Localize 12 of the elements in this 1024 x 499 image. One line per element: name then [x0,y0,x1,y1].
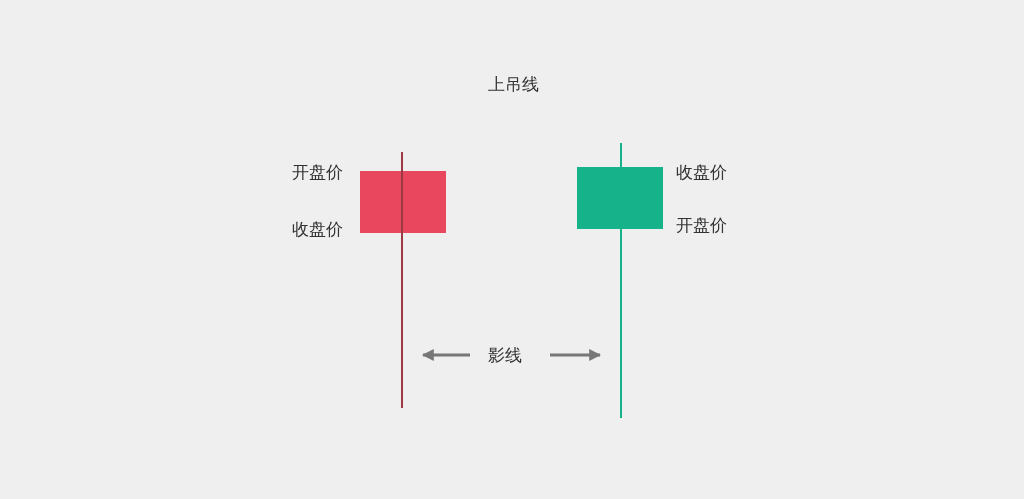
leader-arrow [550,349,602,361]
bearish-candle-body [360,171,446,233]
price-label: 收盘价 [292,219,343,239]
price-label: 收盘价 [676,162,727,182]
price-label: 开盘价 [676,215,727,235]
candle-shadow-line [620,143,622,418]
shadow-label: 影线 [488,345,522,365]
candle-shadow-line [401,152,403,408]
price-label: 开盘价 [292,162,343,182]
bullish-candle-body [577,167,663,229]
leader-arrow [421,349,470,361]
chart-title: 上吊线 [488,74,539,94]
